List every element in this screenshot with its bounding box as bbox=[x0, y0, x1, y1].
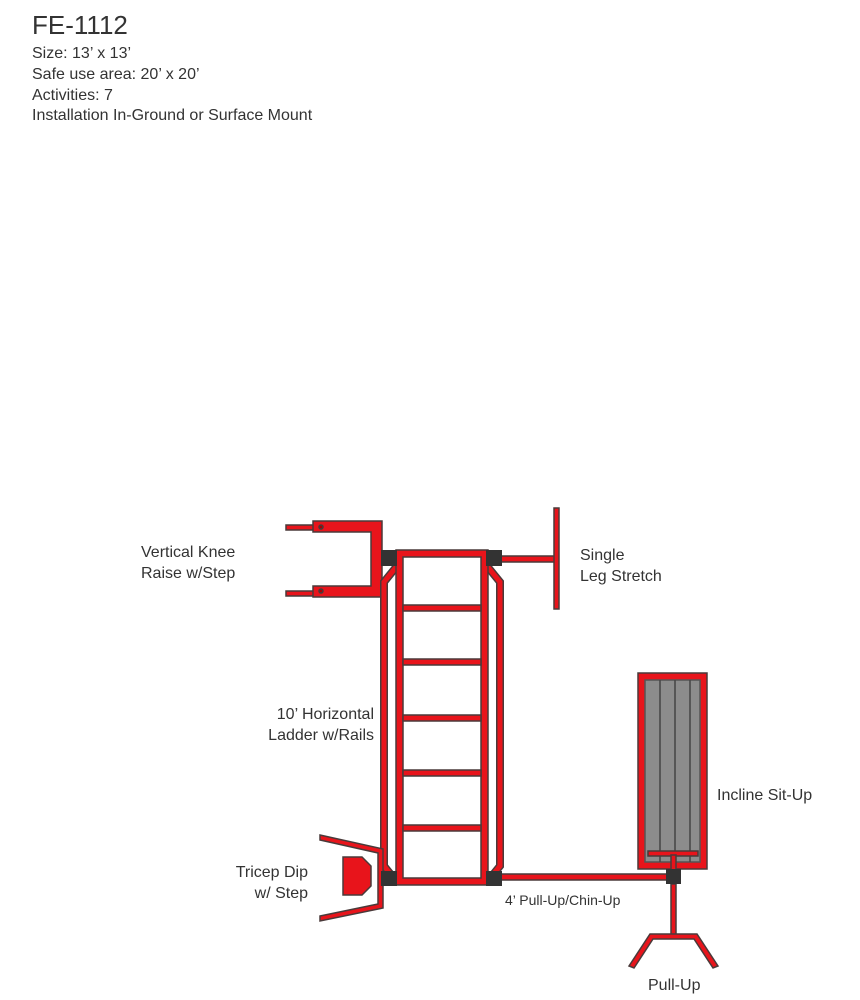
pullup-station bbox=[627, 883, 720, 969]
horizontal-ladder bbox=[395, 549, 489, 886]
spec-size: Size: 13’ x 13’ bbox=[32, 45, 132, 62]
spec-safe-area: Safe use area: 20’ x 20’ bbox=[32, 66, 200, 83]
model-title: FE-1112 bbox=[32, 10, 128, 40]
label-situp: Incline Sit-Up bbox=[717, 787, 813, 804]
knee-raise-station bbox=[285, 520, 383, 598]
situp-bench bbox=[637, 672, 708, 872]
connectors bbox=[381, 550, 681, 886]
label-pullup: Pull-Up bbox=[648, 977, 701, 994]
spec-activities: Activities: 7 bbox=[32, 87, 113, 104]
leg-stretch-station bbox=[499, 507, 560, 610]
spec-installation: Installation In-Ground or Surface Mount bbox=[32, 107, 313, 124]
chinup-bar bbox=[499, 873, 671, 881]
tricep-dip-station bbox=[319, 834, 384, 922]
label-chinup: 4’ Pull-Up/Chin-Up bbox=[505, 892, 621, 908]
